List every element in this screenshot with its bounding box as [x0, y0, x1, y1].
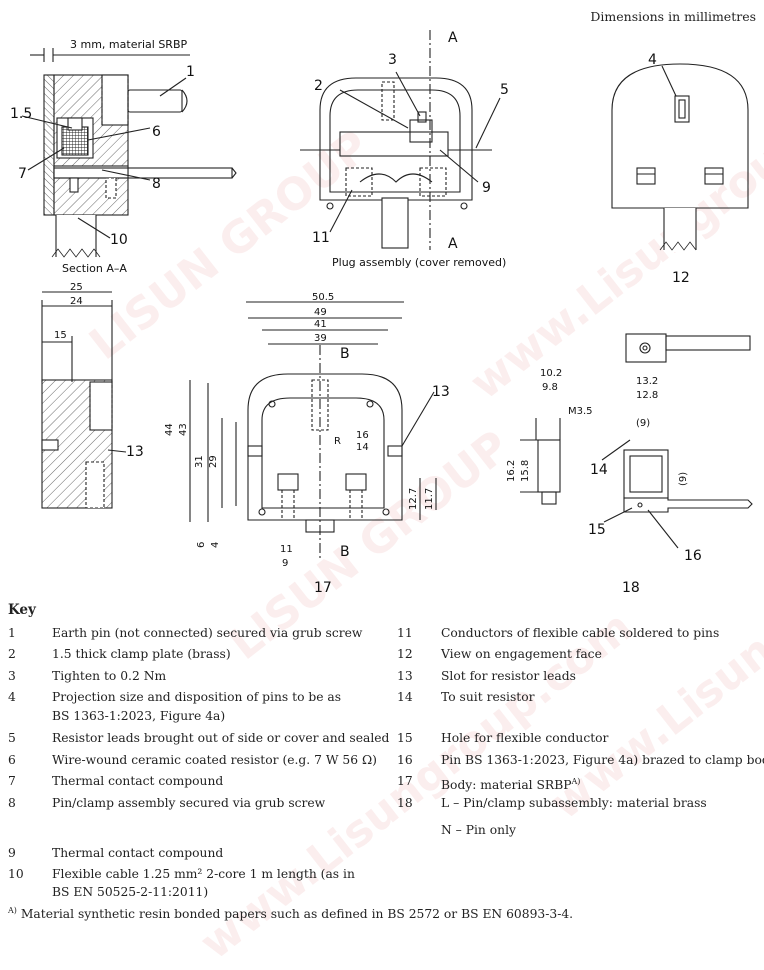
dim-16: 16	[356, 430, 369, 441]
callout-1-5: 1.5	[10, 106, 32, 122]
callout-17: 17	[314, 580, 332, 596]
dim-44: 44	[164, 423, 175, 436]
callout-13-side: 13	[126, 444, 144, 460]
callout-8: 8	[152, 176, 161, 192]
callout-15: 15	[588, 522, 606, 538]
section-caption: Section A–A	[62, 262, 127, 275]
callout-18: 18	[622, 580, 640, 596]
dim-50-5: 50.5	[312, 292, 334, 303]
section-a-a-view	[21, 48, 237, 258]
callout-11: 11	[312, 230, 330, 246]
material-note: 3 mm, material SRBP	[70, 38, 187, 51]
dim-10-2: 10.2	[540, 368, 562, 379]
dim-m3-5: M3.5	[568, 406, 593, 417]
pin-clamp-views	[520, 333, 753, 549]
dim-6: 6	[196, 542, 207, 548]
dim-4: 4	[210, 542, 221, 548]
engagement-face-view	[611, 63, 749, 252]
technical-drawing: 3 mm, material SRBP 1 1.5 6 7 8 10 Secti…	[10, 30, 753, 596]
units-note: Dimensions in millimetres	[590, 9, 756, 24]
callout-2: 2	[314, 78, 323, 94]
dim-9-paren-vertical: (9)	[678, 472, 689, 486]
dim-31: 31	[194, 455, 205, 468]
callout-13-top: 13	[432, 384, 450, 400]
dim-39: 39	[314, 333, 327, 344]
dim-12-8: 12.8	[636, 390, 658, 401]
callout-16: 16	[684, 548, 702, 564]
dim-13-2: 13.2	[636, 376, 658, 387]
section-mark-bottom: A	[448, 236, 458, 252]
dim-15-8: 15.8	[520, 460, 531, 482]
dim-r: R	[334, 436, 341, 447]
assembly-caption: Plug assembly (cover removed)	[332, 256, 506, 269]
dim-15: 15	[54, 330, 67, 341]
callout-9: 9	[482, 180, 491, 196]
callout-6: 6	[152, 124, 161, 140]
dim-25: 25	[70, 282, 83, 293]
dim-43: 43	[178, 423, 189, 436]
callout-5: 5	[500, 82, 509, 98]
dim-41: 41	[314, 319, 327, 330]
section-b-bottom: B	[340, 544, 350, 560]
dim-11-7: 11.7	[424, 488, 435, 510]
plug-assembly-view	[300, 30, 501, 250]
callout-3: 3	[388, 52, 397, 68]
body-top-view	[189, 301, 437, 560]
dim-9: 9	[282, 558, 288, 569]
callout-7: 7	[18, 166, 27, 182]
section-mark-top: A	[448, 30, 458, 46]
dim-49: 49	[314, 307, 327, 318]
dim-11: 11	[280, 544, 293, 555]
dim-9-paren: (9)	[636, 418, 650, 429]
callout-12: 12	[672, 270, 690, 286]
footnote: A) Material synthetic resin bonded paper…	[8, 906, 574, 922]
dim-24: 24	[70, 296, 83, 307]
callout-1: 1	[186, 64, 195, 80]
body-side-view	[41, 291, 127, 509]
key-title: Key	[8, 602, 36, 618]
dim-16-2: 16.2	[506, 460, 517, 482]
callout-10: 10	[110, 232, 128, 248]
dim-9-8: 9.8	[542, 382, 558, 393]
dim-12-7: 12.7	[408, 488, 419, 510]
section-b-top: B	[340, 346, 350, 362]
callout-4: 4	[648, 52, 657, 68]
dim-14: 14	[356, 442, 369, 453]
callout-14: 14	[590, 462, 608, 478]
dim-29: 29	[208, 455, 219, 468]
